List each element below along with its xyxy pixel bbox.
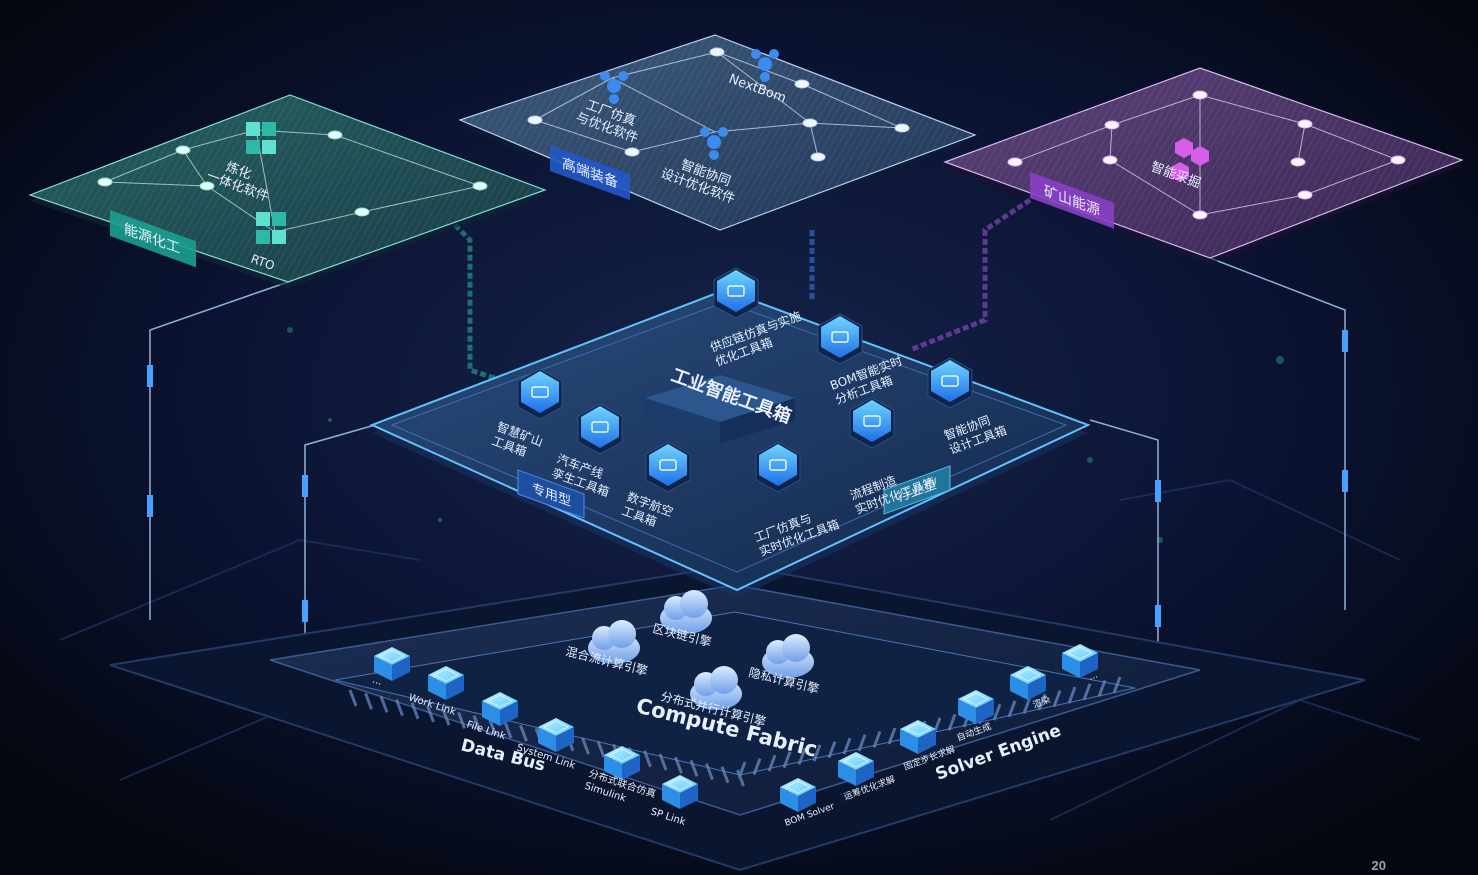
data-bus-item-label: ... <box>371 674 383 687</box>
data-bus-node-icon <box>604 746 640 780</box>
solver-node-icon <box>900 720 936 754</box>
solver-node-icon <box>780 778 816 812</box>
solver-node-icon <box>838 752 874 786</box>
toolbox-hex-icon <box>817 313 863 365</box>
connector-highlights <box>147 330 1348 627</box>
puzzle-icon <box>256 212 286 244</box>
chemical-nodes <box>97 130 488 217</box>
connector-lines <box>149 257 1346 670</box>
base-layer: Compute Fabric 区块链引擎 混合流计算引擎 隐私计算引擎 分布式并… <box>109 563 1366 872</box>
plane-chemical: 炼化 一体化软件 RTO 能源化工 <box>28 94 547 288</box>
data-bus-node-icon <box>374 647 410 681</box>
network-icon <box>700 127 728 160</box>
toolbox-hex-icon <box>849 397 895 449</box>
data-bus-node-icon <box>482 692 518 726</box>
engine-cloud-privacy <box>762 634 814 678</box>
badge-special: 专用型 <box>517 469 585 519</box>
toolbox-hex-icon <box>713 267 759 319</box>
page-number: 20 <box>1371 858 1386 873</box>
solver-item-label: ... <box>1088 670 1099 682</box>
mining-nodes <box>1007 90 1406 220</box>
puzzle-icon <box>246 122 276 154</box>
toolbox-layer: 工业智能工具箱 专用型 行业型 供应链仿真与实施优化工具箱BOM智能实时分析工具… <box>369 267 1091 598</box>
data-bus-node-icon <box>662 775 698 809</box>
data-bus-node-icon <box>428 666 464 700</box>
toolbox-hex-icon <box>927 357 973 409</box>
data-bus-node-icon <box>538 718 574 752</box>
colored-links <box>453 197 1032 383</box>
solver-node-icon <box>958 690 994 724</box>
network-icon <box>751 49 779 82</box>
background-dots <box>287 327 1284 543</box>
toolbox-hex-icon <box>755 441 801 493</box>
network-icon <box>600 71 628 104</box>
toolbox-hex-icon <box>577 403 623 455</box>
toolbox-hex-icon <box>517 368 563 420</box>
toolbox-hex-icon <box>645 441 691 493</box>
solver-node-icon <box>1010 666 1046 700</box>
plane-mining: 智能采掘 矿山能源 <box>943 67 1464 264</box>
engine-cloud-hybrid-stream <box>588 620 640 664</box>
toolbox-items: 供应链仿真与实施优化工具箱BOM智能实时分析工具箱智能协同设计工具箱智慧矿山工具… <box>490 267 1009 559</box>
engine-cloud-parallel <box>690 666 742 710</box>
equipment-nodes <box>527 47 910 162</box>
engine-cloud-blockchain <box>660 590 712 634</box>
hexagon-cluster-icon <box>1171 138 1209 182</box>
solver-node-icon <box>1062 644 1098 678</box>
